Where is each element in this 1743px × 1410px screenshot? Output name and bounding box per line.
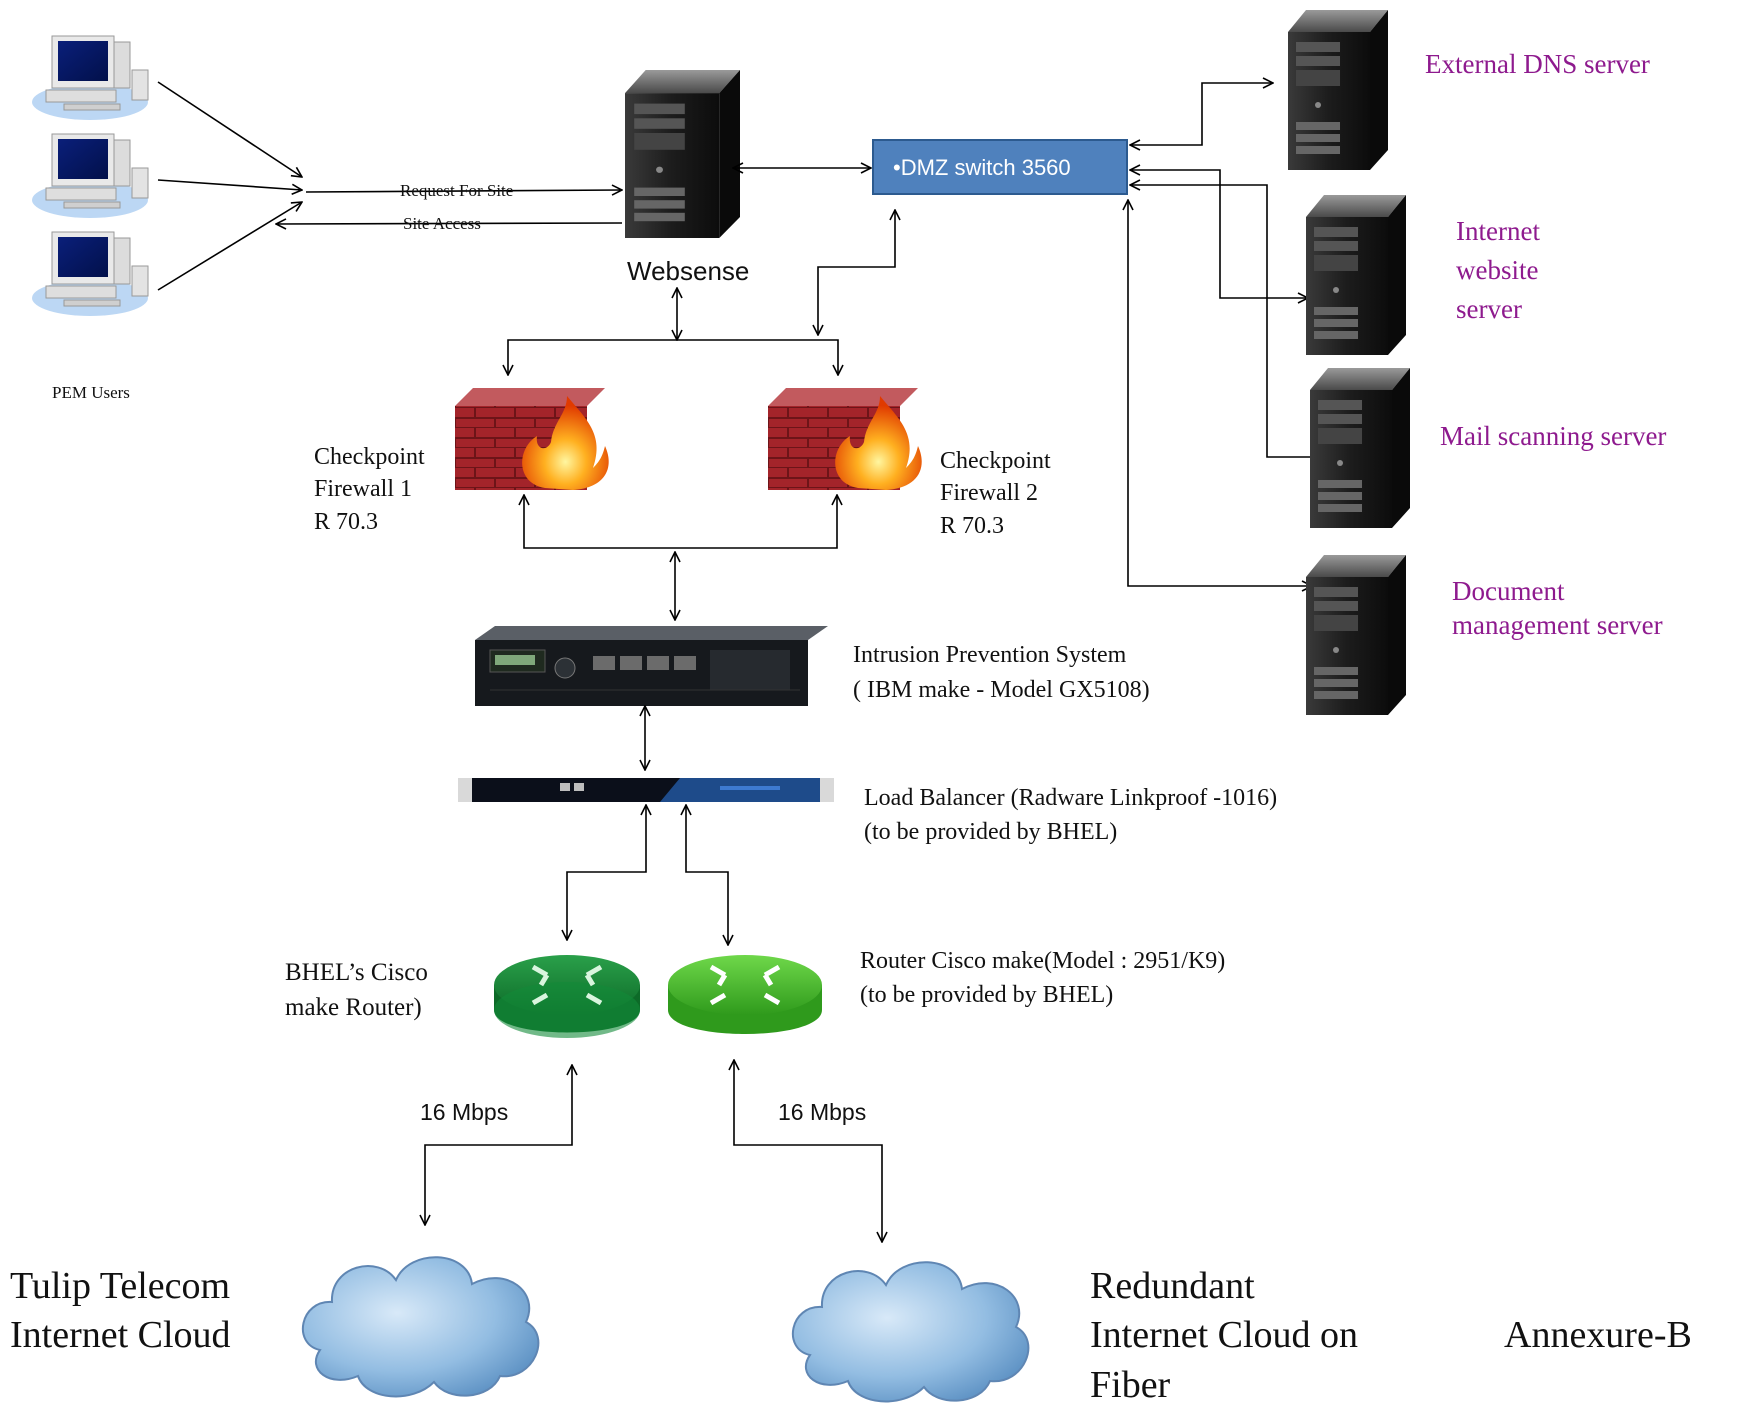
cisco-router-label: Router Cisco make(Model : 2951/K9) (to b… [860,948,1226,1008]
dmz-switch-label: •DMZ switch 3560 [893,155,1071,180]
mail-scanning-server-icon [1310,368,1410,528]
websense-label: Websense [627,256,750,286]
mail-scanning-label: Mail scanning server [1440,421,1667,451]
pc-icon [31,231,149,317]
user-links [157,81,622,291]
cisco-router-icon [668,955,822,1034]
firewall-1-icon [455,388,609,490]
document-management-server-icon [1306,555,1406,715]
dmz-switch [872,139,1128,195]
document-management-label: Document management server [1452,576,1663,640]
ips-label: Intrusion Prevention System ( IBM make -… [853,642,1150,703]
load-balancer-label: Load Balancer (Radware Linkproof -1016) … [864,785,1278,845]
pc-icon [31,35,149,121]
bandwidth-left-label: 16 Mbps [420,1099,509,1125]
external-dns-label: External DNS server [1425,49,1650,79]
bandwidth-right-label: 16 Mbps [778,1099,867,1125]
redundant-cloud-label: Redundant Internet Cloud on Fiber [1090,1265,1359,1406]
site-access-label: Site Access [403,214,481,233]
firewall-2-label: Checkpoint Firewall 2 R 70.3 [940,448,1051,539]
annexure-label: Annexure-B [1504,1314,1692,1356]
redundant-cloud-icon [791,1261,1030,1403]
pc-icon [31,133,149,219]
request-for-site-label: Request For Site [400,181,514,200]
lb-router-links [567,805,728,945]
bhel-router-icon [494,955,640,1038]
load-balancer-icon [458,778,834,802]
pem-users-label: PEM Users [52,383,130,402]
firewall-ips-links [524,495,837,620]
tulip-cloud-icon [301,1256,540,1398]
router-cloud-links [425,1060,882,1242]
tulip-cloud-label: Tulip Telecom Internet Cloud [10,1265,231,1357]
internet-website-server-icon [1306,195,1406,355]
external-dns-server-icon [1288,10,1388,170]
ips-appliance-icon [475,626,828,706]
firewall-1-label: Checkpoint Firewall 1 R 70.3 [314,444,425,535]
websense-server-icon [625,70,740,238]
firewall-2-icon [768,388,922,490]
internet-website-label: Internet website server [1456,216,1540,325]
bhel-router-label: BHEL’s Cisco make Router) [285,959,428,1021]
